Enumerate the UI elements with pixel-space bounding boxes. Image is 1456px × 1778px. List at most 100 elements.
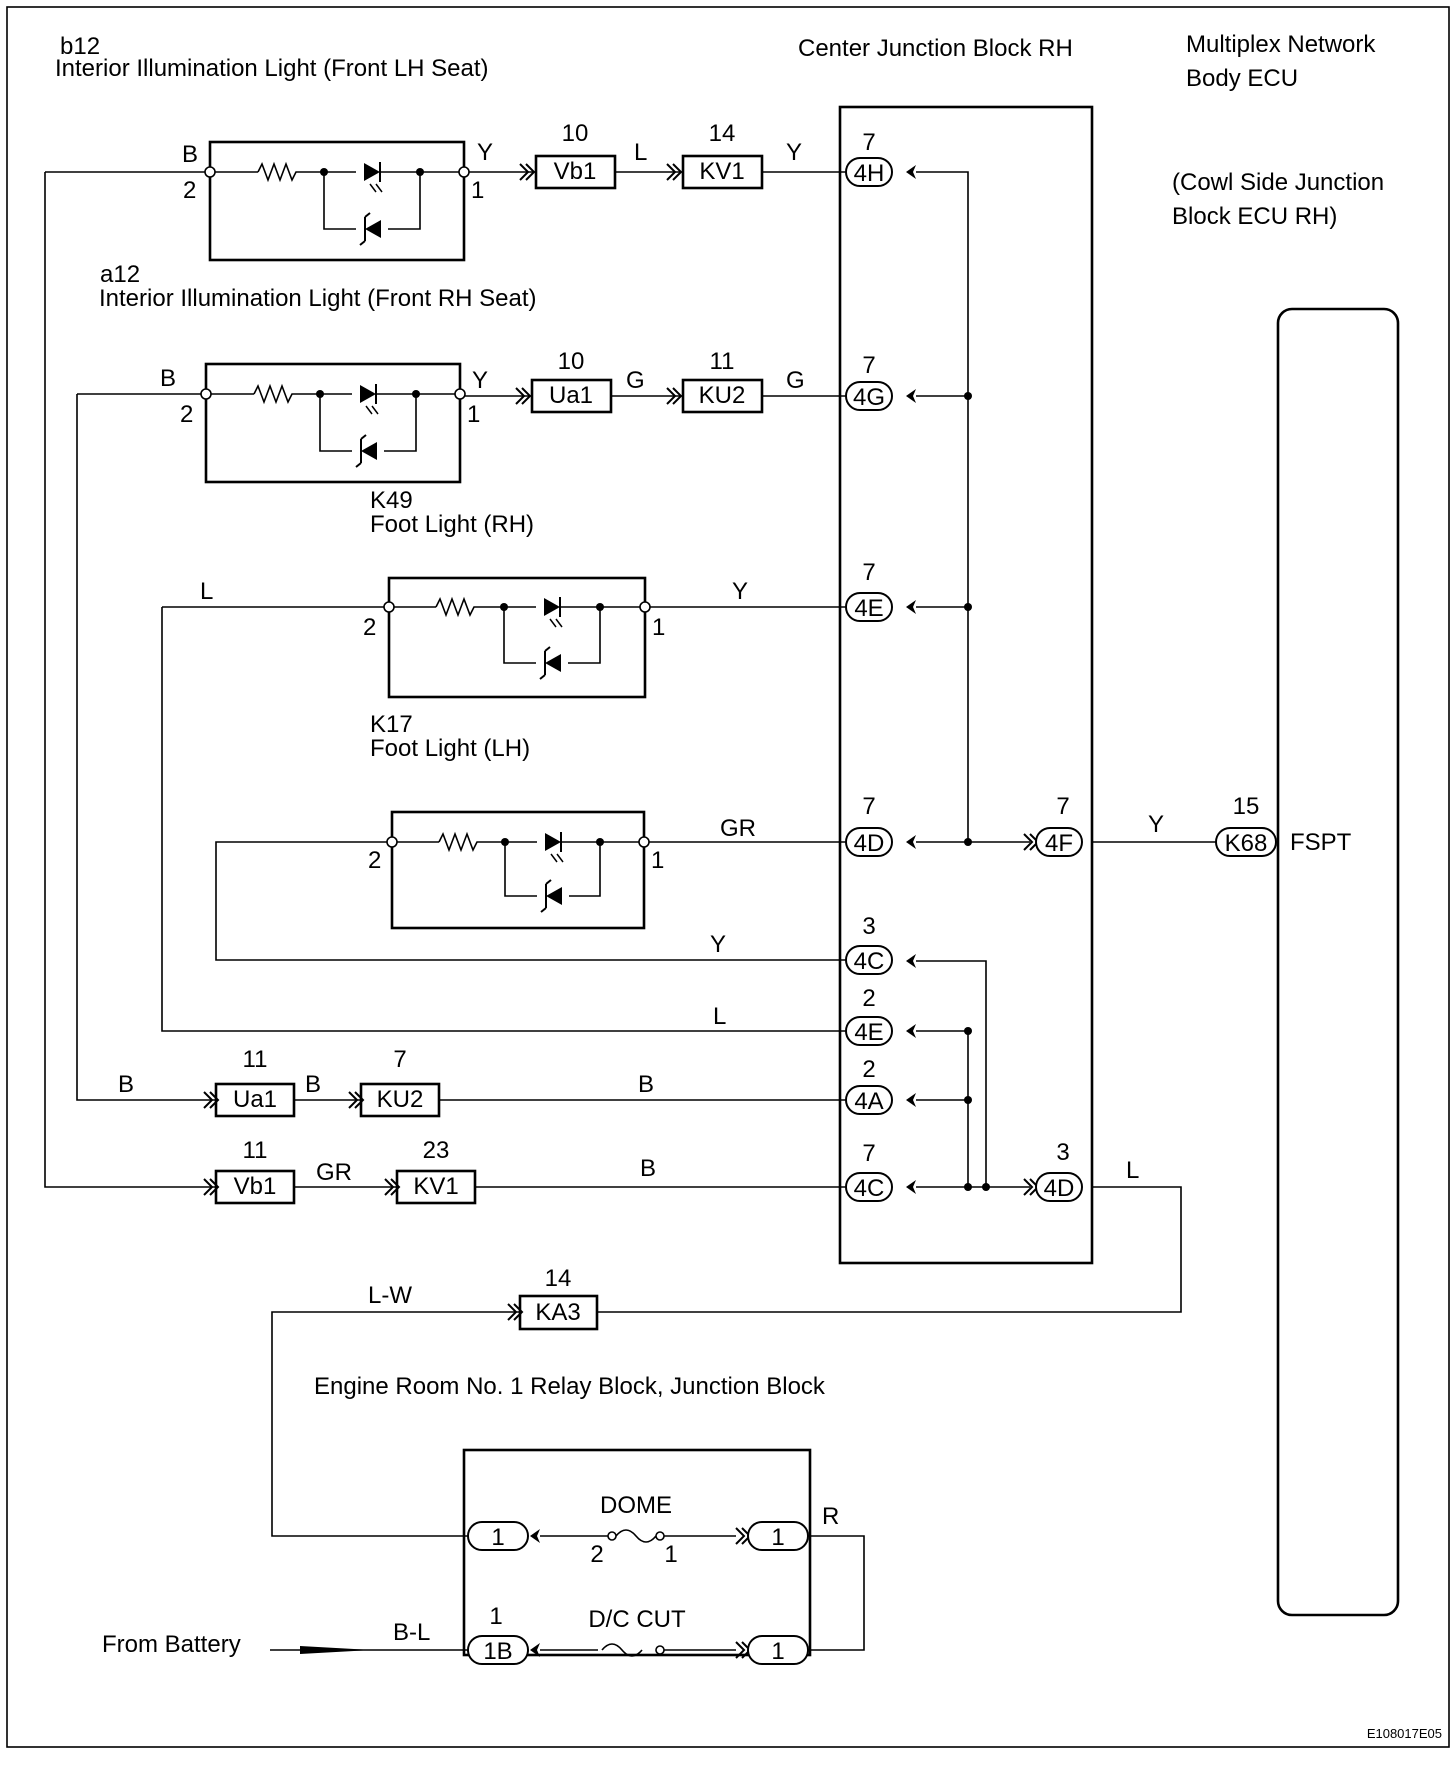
connector-vb1-top-code: Vb1 — [554, 158, 597, 185]
battery-feed-arrow — [300, 1646, 372, 1654]
k17-foot-light-box — [390, 810, 646, 930]
cjb-pin-4c-top: 4C 3 — [845, 913, 893, 975]
b12-code: b12 — [60, 33, 100, 60]
cjb-pin-4c-bottom-code: 4C — [854, 1175, 885, 1202]
wire-color-r5-y: Y — [710, 931, 726, 958]
a12-name: Interior Illumination Light (Front RH Se… — [99, 285, 537, 312]
connector-ua1-bottom-pin: 11 — [243, 1046, 268, 1073]
connector-ka3-code: KA3 — [535, 1299, 580, 1326]
cjb-pin-4f: 4F 7 — [1035, 793, 1083, 857]
ecu-name-line4: Block ECU RH) — [1172, 203, 1337, 230]
k17-pin-right: 1 — [651, 847, 664, 874]
cjb-pin-4e-bottom-code: 4E — [854, 1019, 883, 1046]
wire-color-a12-y: Y — [472, 367, 488, 394]
ecu-name-line2: Body ECU — [1186, 65, 1298, 92]
connector-ku2-bottom-pin: 7 — [393, 1046, 406, 1073]
connector-vb1-bottom-pin: 11 — [243, 1137, 268, 1164]
from-battery-label: From Battery — [102, 1631, 241, 1658]
cjb-pin-4d-bottom-code: 4D — [1044, 1175, 1075, 1202]
wire-color-r8-gr: GR — [316, 1159, 352, 1186]
wire-color-r7-b2: B — [305, 1071, 321, 1098]
connector-vb1-bottom-code: Vb1 — [234, 1173, 277, 1200]
cjb-pin-4g-num: 7 — [862, 352, 875, 379]
cjb-name: Center Junction Block RH — [798, 35, 1073, 62]
k17-code: K17 — [370, 711, 413, 738]
cjb-pin-4a-num: 2 — [862, 1056, 875, 1083]
cjb-pin-4g-code: 4G — [853, 384, 885, 411]
connector-kv1-top-pin: 14 — [709, 120, 736, 147]
connector-ka3-pin: 14 — [545, 1265, 572, 1292]
wire-color-r8-b: B — [640, 1155, 656, 1182]
k49-code: K49 — [370, 487, 413, 514]
wire-color-k49-y: Y — [732, 578, 748, 605]
a12-light-box — [204, 362, 462, 484]
connector-kv1-top-code: KV1 — [699, 158, 744, 185]
b12-pin-right: 1 — [471, 177, 484, 204]
cjb-pin-4c-bottom-num: 7 — [862, 1140, 875, 1167]
relay-dc-left-code: 1B — [483, 1638, 512, 1665]
relay-dc-right-code: 1 — [771, 1638, 784, 1665]
figure-id: E108017E05 — [1367, 1726, 1442, 1741]
wire-color-r1-y2: Y — [786, 139, 802, 166]
cjb-pin-4c-top-code: 4C — [854, 948, 885, 975]
k49-name: Foot Light (RH) — [370, 511, 534, 538]
connector-ua1-top-code: Ua1 — [549, 382, 593, 409]
relay-dc-left-pin: 1B 1 — [467, 1603, 529, 1665]
cjb-pin-4a-code: 4A — [854, 1088, 883, 1115]
cjb-pin-4c-top-num: 3 — [862, 913, 875, 940]
k17-name: Foot Light (LH) — [370, 735, 530, 762]
a12-code: a12 — [100, 261, 140, 288]
relay-dome-left-code: 1 — [491, 1524, 504, 1551]
ecu-name-line1: Multiplex Network — [1186, 31, 1376, 58]
fuse-dome-label: DOME — [600, 1492, 672, 1519]
wire-color-b12-y: Y — [477, 139, 493, 166]
relay-dome-right-pin: 1 — [747, 1521, 809, 1551]
cjb-pin-4a: 4A 2 — [845, 1056, 893, 1115]
cjb-pin-4d-bottom: 4D 3 — [1035, 1139, 1083, 1202]
relay-dc-left-num: 1 — [489, 1603, 502, 1630]
connector-ku2-bottom-code: KU2 — [377, 1086, 424, 1113]
cjb-pin-4h-num: 7 — [862, 129, 875, 156]
k17-pin-left: 2 — [368, 847, 381, 874]
connector-vb1-top-pin: 10 — [562, 120, 589, 147]
wire-color-r7-b3: B — [638, 1071, 654, 1098]
cjb-pin-4e-bottom: 4E 2 — [845, 985, 893, 1046]
ecu-pin-k68-num: 15 — [1233, 793, 1260, 820]
fuse-dome-pin-right: 1 — [664, 1541, 677, 1568]
ecu-pin-k68: K68 15 — [1215, 793, 1277, 857]
junction-dots — [964, 392, 990, 1191]
cjb-pin-4e-top-num: 7 — [862, 559, 875, 586]
cjb-pin-4g: 4G 7 — [845, 352, 893, 411]
fuse-dome-pin-left: 2 — [590, 1541, 603, 1568]
ecu-pin-k68-code: K68 — [1225, 830, 1268, 857]
connector-ua1-bottom-code: Ua1 — [233, 1086, 277, 1113]
wire-color-k49-l: L — [200, 578, 213, 605]
k49-pin-right: 1 — [652, 614, 665, 641]
a12-pin-right: 1 — [467, 401, 480, 428]
b12-name: Interior Illumination Light (Front LH Se… — [55, 55, 489, 82]
wire-color-a12-b: B — [160, 365, 176, 392]
cjb-pin-4h-code: 4H — [854, 160, 885, 187]
k49-foot-light-box — [387, 576, 647, 699]
fuse-dc-cut-label: D/C CUT — [588, 1606, 686, 1633]
relay-block-name: Engine Room No. 1 Relay Block, Junction … — [314, 1373, 826, 1400]
connector-kv1-bottom-code: KV1 — [413, 1173, 458, 1200]
wire-color-r2-g2: G — [786, 367, 805, 394]
cjb-pin-4e-top: 4E 7 — [845, 559, 893, 622]
relay-dome-left-pin: 1 — [467, 1521, 529, 1551]
cjb-pin-4d-bottom-num: 3 — [1056, 1139, 1069, 1166]
cjb-pin-4e-bottom-num: 2 — [862, 985, 875, 1012]
wire-color-bl: B-L — [393, 1619, 430, 1646]
cjb-pin-4h: 4H 7 — [845, 129, 893, 187]
wire-color-lw: L-W — [368, 1282, 412, 1309]
relay-dome-right-code: 1 — [771, 1524, 784, 1551]
wire-color-r: R — [822, 1503, 839, 1530]
wire-color-r2-g: G — [626, 367, 645, 394]
wire-color-k17-gr: GR — [720, 815, 756, 842]
wire-color-r6-l: L — [713, 1003, 726, 1030]
connector-ua1-top-pin: 10 — [558, 348, 585, 375]
a12-pin-left: 2 — [180, 401, 193, 428]
k49-pin-left: 2 — [363, 614, 376, 641]
center-junction-block — [838, 105, 1094, 1265]
